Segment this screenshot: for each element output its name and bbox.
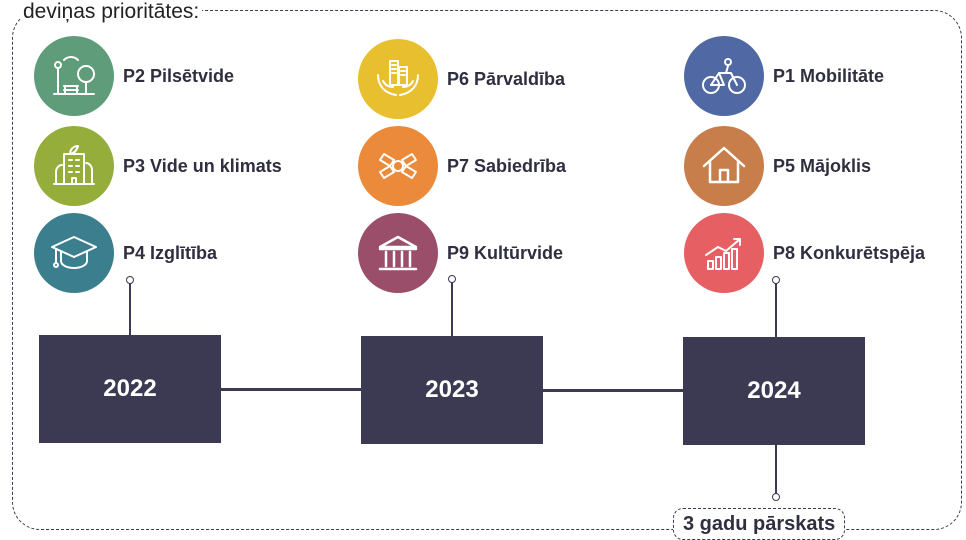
priority-label: P7 Sabiedrība xyxy=(447,155,567,176)
priority-label: P2 Pilsētvide xyxy=(123,65,235,86)
connector-pin xyxy=(448,275,456,283)
priority-p4: P4 Izglītība xyxy=(34,213,217,293)
priority-p6: P6 Pārvaldība xyxy=(358,39,565,119)
three-year-review-label: 3 gadu pārskats xyxy=(673,508,846,540)
priority-p5: P5 Mājoklis xyxy=(684,126,871,206)
priority-p8: P8 Konkurētspēja xyxy=(684,213,925,293)
museum-icon xyxy=(358,213,438,293)
city-hands-icon xyxy=(358,39,438,119)
priority-label: P6 Pārvaldība xyxy=(447,68,566,89)
priority-p1: P1 Mobilitāte xyxy=(684,36,884,116)
bicycle-icon xyxy=(684,36,764,116)
year-box-2023: 2023 xyxy=(361,336,543,444)
priority-p7: P7 Sabiedrība xyxy=(358,126,566,206)
connector-line xyxy=(775,282,777,337)
diagram-frame: deviņas prioritātes: xyxy=(12,0,962,530)
priority-label: P5 Mājoklis xyxy=(773,155,872,176)
year-box-2022: 2022 xyxy=(39,335,221,443)
connector-line xyxy=(451,281,453,336)
connector-pin xyxy=(772,276,780,284)
connector-pin xyxy=(772,493,780,501)
priority-label: P9 Kultūrvide xyxy=(447,242,564,263)
park-icon xyxy=(34,36,114,116)
header-text: deviņas prioritātes: xyxy=(21,0,203,24)
priority-p3: P3 Vide un klimats xyxy=(34,126,282,206)
priority-label: P4 Izglītība xyxy=(123,242,218,263)
priority-label: P1 Mobilitāte xyxy=(773,65,885,86)
timeline-line xyxy=(220,388,362,391)
priority-p2: P2 Pilsētvide xyxy=(34,36,234,116)
priority-label: P8 Konkurētspēja xyxy=(773,242,926,263)
connector-pin xyxy=(126,276,134,284)
priority-p9: P9 Kultūrvide xyxy=(358,213,563,293)
growth-chart-icon xyxy=(684,213,764,293)
graduation-cap-icon xyxy=(34,213,114,293)
house-icon xyxy=(684,126,764,206)
priority-label: P3 Vide un klimats xyxy=(123,155,282,176)
joined-hands-icon xyxy=(358,126,438,206)
timeline-line xyxy=(542,389,684,392)
year-box-2024: 2024 xyxy=(683,337,865,445)
green-building-icon xyxy=(34,126,114,206)
connector-line xyxy=(775,444,777,496)
connector-line xyxy=(129,282,131,335)
